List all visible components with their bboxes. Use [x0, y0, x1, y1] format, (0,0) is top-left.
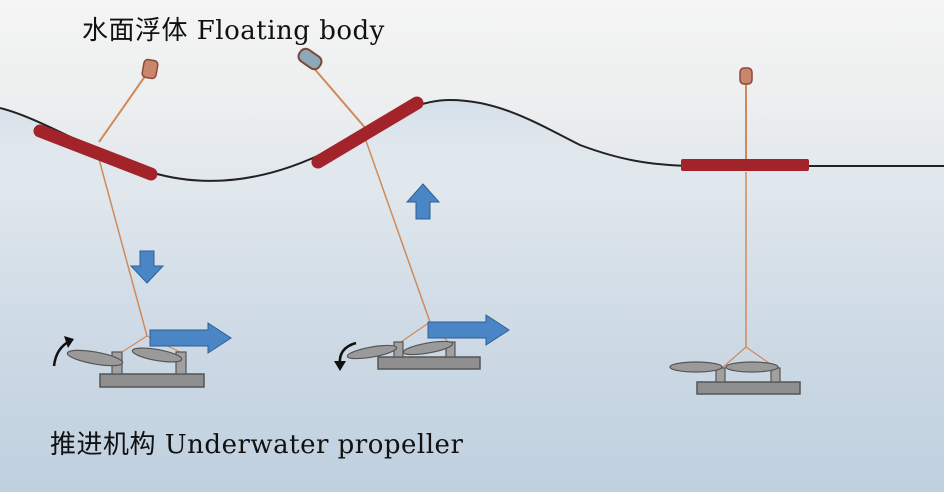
tether-cable	[721, 346, 747, 369]
antenna-head	[739, 67, 753, 85]
arrow-right-icon	[149, 322, 232, 354]
propeller-base	[696, 381, 801, 395]
glider-unit-left	[33, 58, 232, 388]
rotation-arrow-icon	[64, 336, 74, 348]
glider-unit-right	[669, 67, 809, 395]
rotation-arrow-icon	[334, 361, 346, 371]
antenna-head	[297, 47, 323, 71]
arrow-up-icon	[405, 183, 441, 220]
tether-cable	[121, 335, 148, 353]
propeller-base	[99, 373, 205, 388]
propeller-fin	[346, 344, 398, 360]
underwater-propeller-label: 推进机构 Underwater propeller	[50, 430, 464, 460]
water-shading	[0, 100, 944, 210]
antenna-mast	[98, 71, 149, 143]
tether-cable	[95, 147, 148, 337]
glider-unit-middle	[297, 47, 510, 371]
propeller-fin	[402, 340, 454, 356]
antenna-head	[141, 58, 159, 80]
arrow-right-icon	[427, 314, 510, 346]
tether-cable	[397, 321, 431, 345]
propeller-base	[377, 356, 481, 370]
floating-body	[681, 159, 809, 171]
floating-body	[311, 96, 424, 169]
propeller-fin	[725, 361, 779, 373]
propeller-fin	[669, 361, 723, 373]
arrow-down-icon	[129, 250, 165, 284]
antenna-mast	[311, 65, 368, 131]
propeller-strut	[175, 351, 187, 375]
floating-body-label: 水面浮体 Floating body	[82, 16, 385, 46]
propeller-fin	[131, 347, 183, 363]
tether-cable	[364, 137, 431, 323]
floating-body	[33, 124, 158, 181]
propeller-fin	[66, 349, 124, 367]
